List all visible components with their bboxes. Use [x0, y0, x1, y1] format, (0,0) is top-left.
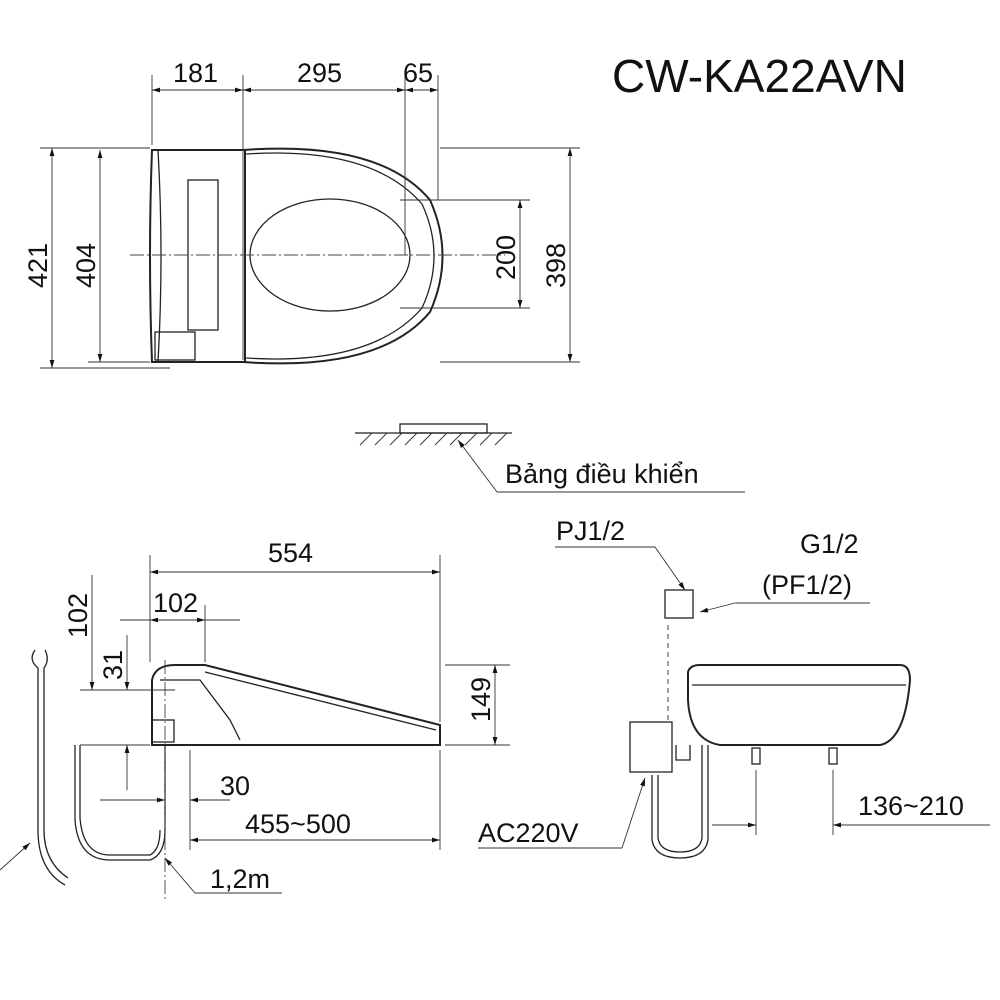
seat-outline	[242, 147, 444, 365]
dim-421: 421	[23, 243, 53, 288]
dim-102-horizontal: 102	[153, 588, 198, 618]
pj-label: PJ1/2	[556, 516, 625, 546]
power-outlet	[629, 721, 673, 773]
water-valve	[664, 589, 694, 619]
front-body	[687, 664, 912, 746]
dim-30: 30	[220, 771, 250, 801]
front-view: 136~210 PJ1/2 G1/2 (PF1/2) AC220V	[478, 516, 990, 859]
dim-404: 404	[71, 243, 101, 288]
side-view: 554 102 102 31 149 30 455~500 1,2m	[0, 538, 510, 900]
g-label: G1/2	[800, 529, 859, 559]
side-panel	[154, 331, 196, 361]
dim-554: 554	[268, 538, 313, 568]
power-label: AC220V	[478, 818, 579, 848]
dim-136-210: 136~210	[858, 791, 964, 821]
side-body	[151, 664, 441, 746]
dim-102-vertical: 102	[63, 593, 93, 638]
control-panel-label: Bảng điều khiển	[505, 459, 699, 489]
dim-65: 65	[403, 58, 433, 88]
dim-455-500: 455~500	[245, 809, 351, 839]
top-view: 181 295 65 421 404 200 398	[23, 58, 580, 369]
dim-31: 31	[98, 650, 128, 680]
pf-label: (PF1/2)	[762, 570, 852, 600]
dim-398: 398	[541, 243, 571, 288]
cable-length: 1,2m	[210, 864, 270, 894]
tank-outline	[149, 149, 246, 363]
power-cord	[31, 649, 66, 886]
dim-295: 295	[297, 58, 342, 88]
model-title: CW-KA22AVN	[612, 50, 907, 102]
dim-181: 181	[173, 58, 218, 88]
control-panel	[399, 423, 488, 434]
control-panel-detail: Bảng điều khiển	[355, 423, 745, 493]
dim-149: 149	[466, 677, 496, 722]
dim-200: 200	[491, 235, 521, 280]
